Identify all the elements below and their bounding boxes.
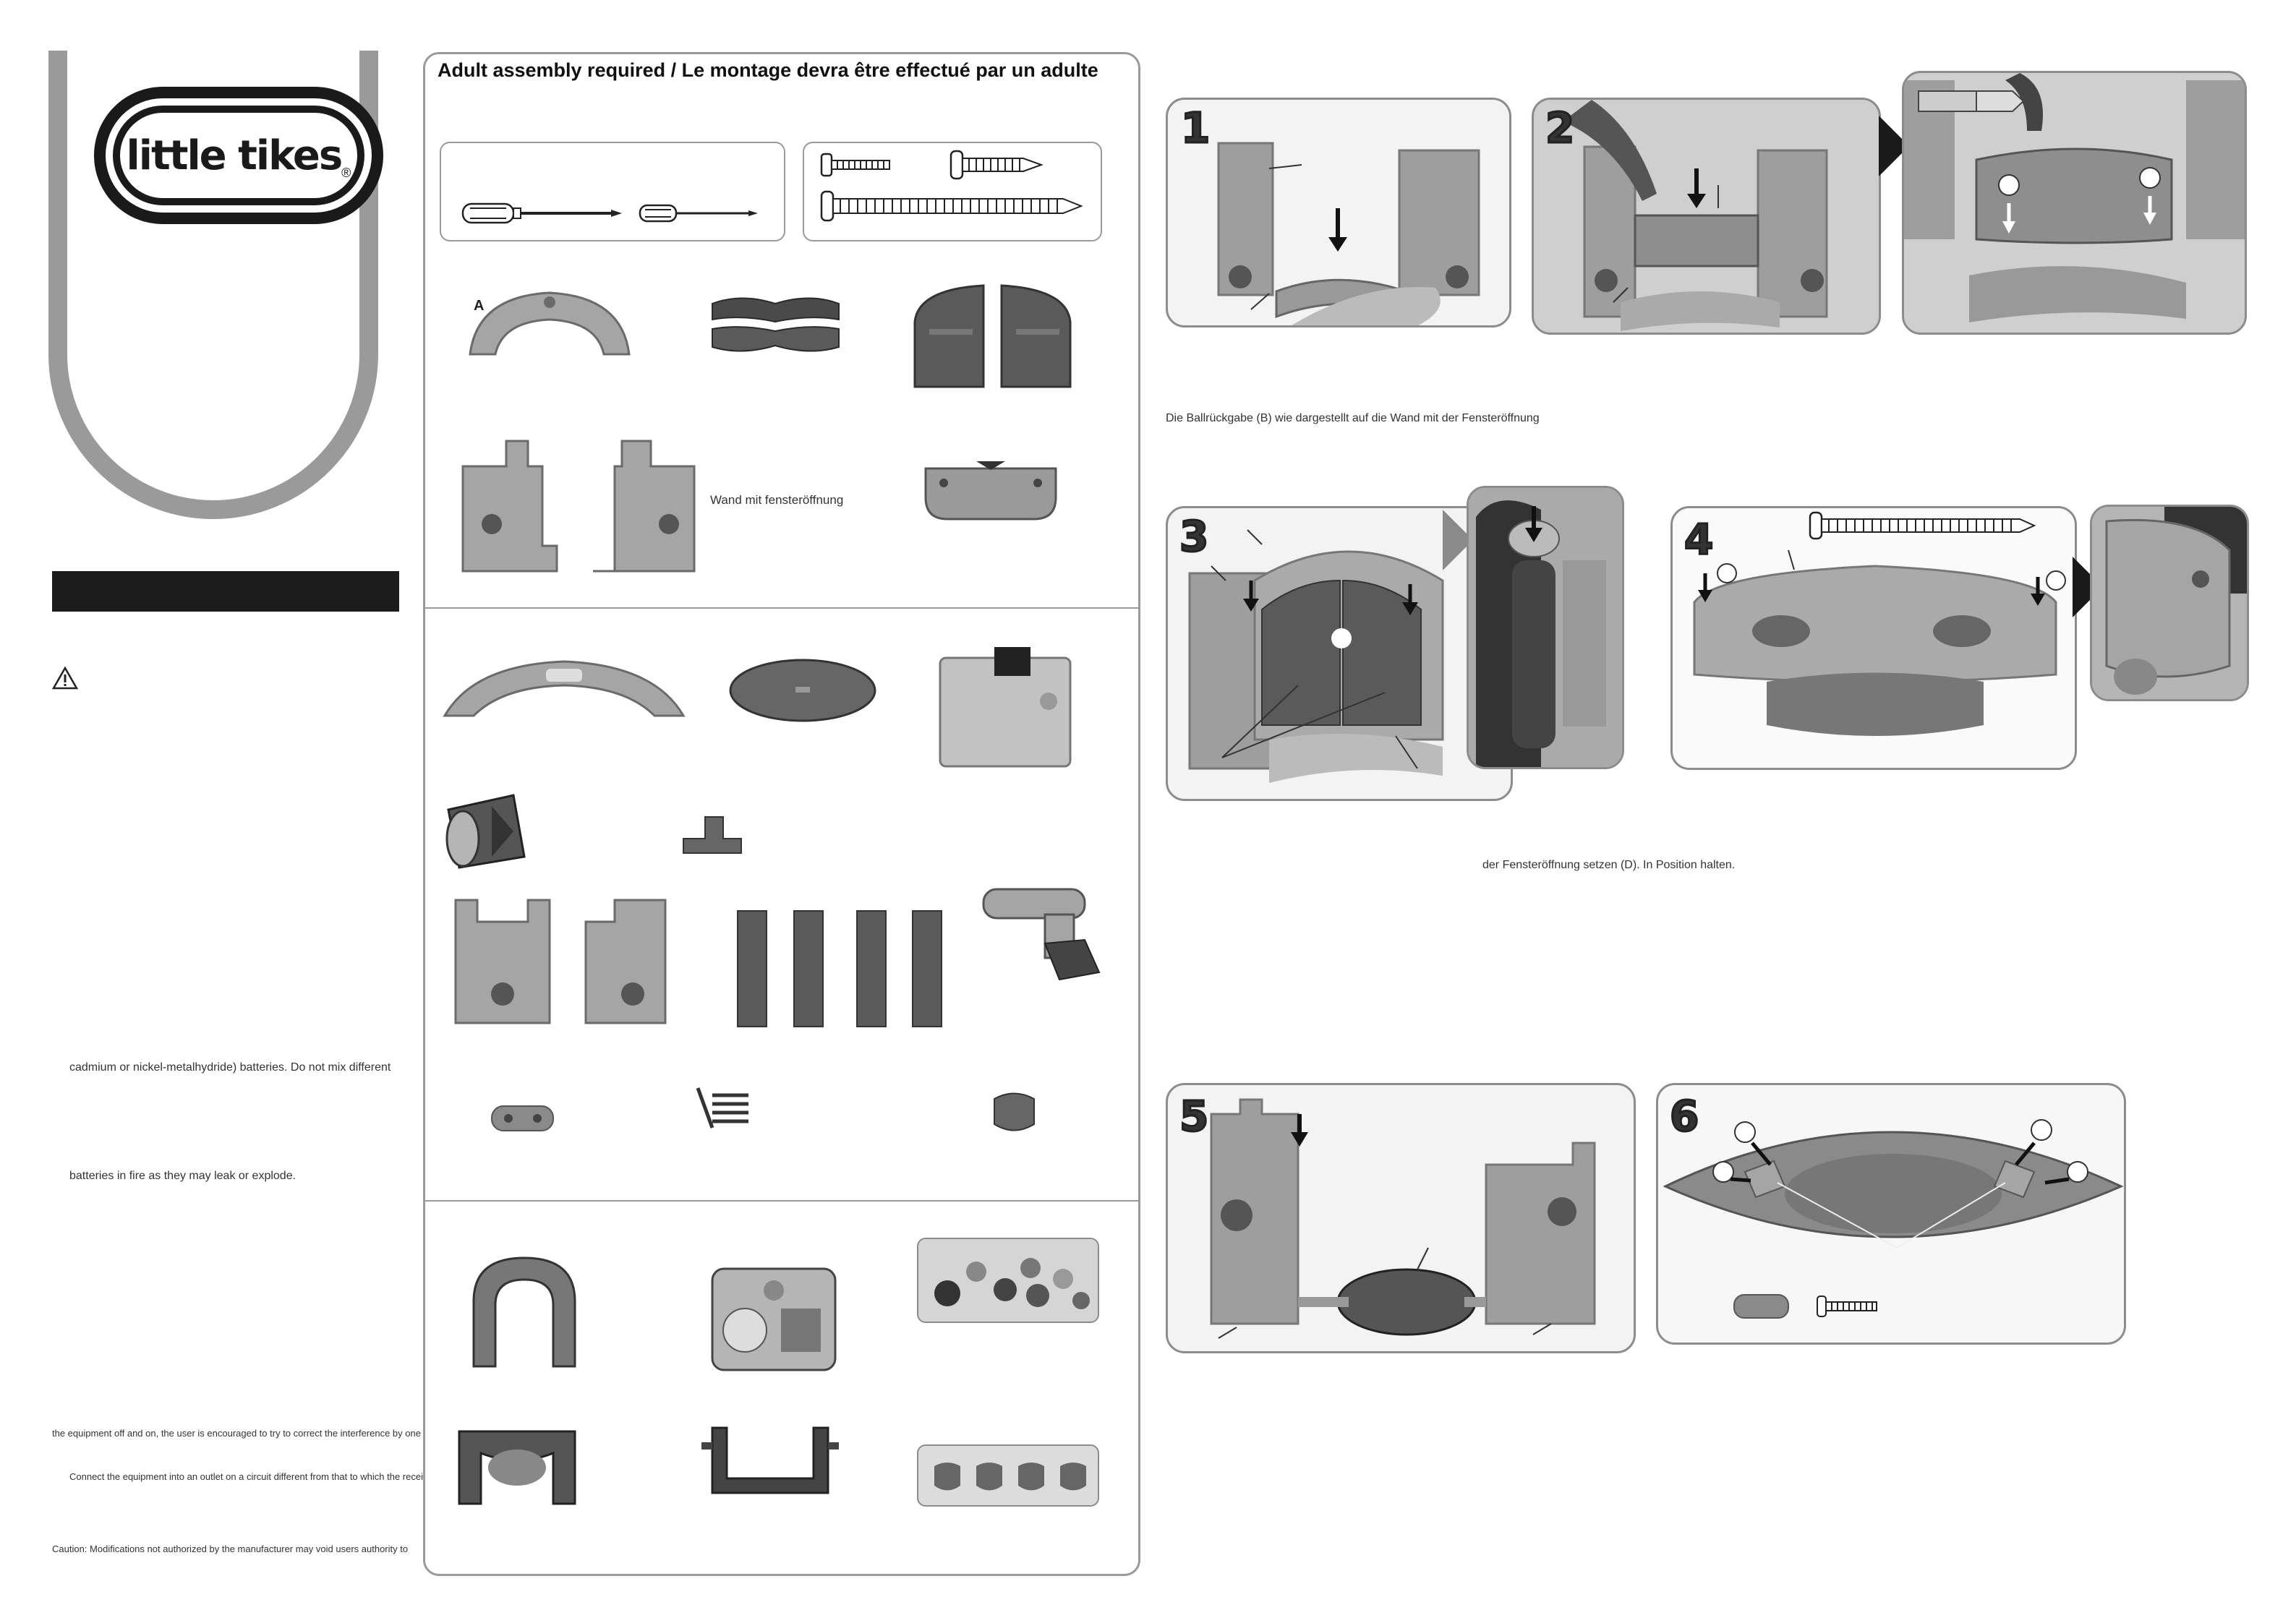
part-a-label: A [474,298,485,314]
step-6-photo: 6 [1656,1083,2126,1345]
wand-label: Wand mit fensteröffnung [710,493,844,507]
long-screw-icon [820,190,1083,222]
part-ball-return [924,461,1057,521]
divider-1 [423,607,1140,609]
warning-triangle-icon [52,667,78,690]
part-arch [469,291,631,356]
tools-box [440,142,785,241]
step-12-caption: Die Ballrückgabe (B) wie dargestellt auf… [1166,412,1540,424]
part-oval-seat [729,659,876,722]
part-small-clip [683,816,742,854]
screwdrivers-illustration [461,202,758,224]
short-screw-icon [820,153,890,177]
part-caps-photo [917,1444,1099,1507]
step-2-number: 2 [1544,103,1575,153]
step-2-photo: 2 [1532,98,1881,335]
medium-screw-icon [949,150,1044,180]
step-1-photo: 1 [1166,98,1511,327]
part-control-panel [939,647,1072,768]
part-knob [994,1092,1035,1131]
small-screwdriver-icon [639,204,758,223]
step-5-number: 5 [1178,1092,1209,1141]
part-posts [737,910,942,1027]
step-4-number: 4 [1683,515,1714,564]
part-curved-bar [443,660,686,717]
section-black-bar [52,571,399,612]
part-spring-bolt [696,1087,748,1129]
fcc-text-1: the equipment off and on, the user is en… [52,1428,456,1439]
part-u-bracket [472,1256,576,1368]
fcc-text-3: Caution: Modifications not authorized by… [52,1543,409,1554]
divider-2 [423,1200,1140,1202]
screws-illustration [820,150,1083,222]
part-side-walls [454,899,667,1024]
step-3-number: 3 [1178,512,1209,561]
part-small-connector [491,1105,554,1131]
battery-text-1: cadmium or nickel-metalhydride) batterie… [69,1061,391,1074]
step-4-detail-photo [2090,505,2249,701]
step-34-caption: der Fensteröffnung setzen (D). In Positi… [1482,859,1736,871]
part-activity-panel [711,1267,837,1371]
step-1-number: 1 [1179,103,1211,153]
step-5-photo: 5 [1166,1083,1636,1353]
brand-frame [48,51,378,519]
battery-text-2: batteries in fire as they may leak or ex… [69,1170,296,1182]
part-seat-bracket [458,1430,576,1505]
part-periscope [982,888,1101,981]
brand-logo: little tikes ® [94,87,383,224]
fcc-text-2: Connect the equipment into an outlet on … [69,1471,437,1482]
part-balls-photo [917,1238,1099,1323]
large-screwdriver-icon [461,202,622,224]
brand-logo-text: little tikes [126,132,343,179]
short-screw-icon [1817,1296,1877,1317]
part-window-walls [461,440,696,573]
part-hinge-clips [712,297,840,352]
step-3-detail-photo [1467,486,1624,769]
registered-mark: ® [341,166,351,180]
long-screw-icon [1809,511,2036,540]
page-title: Adult assembly required / Le montage dev… [438,59,1098,81]
step-4-photo: 4 [1670,506,2077,770]
part-telescope [445,794,526,869]
part-door-halves [913,284,1072,388]
part-base-bracket [701,1426,839,1494]
step-6-number: 6 [1668,1092,1699,1141]
step-2-detail-photo [1902,71,2247,335]
